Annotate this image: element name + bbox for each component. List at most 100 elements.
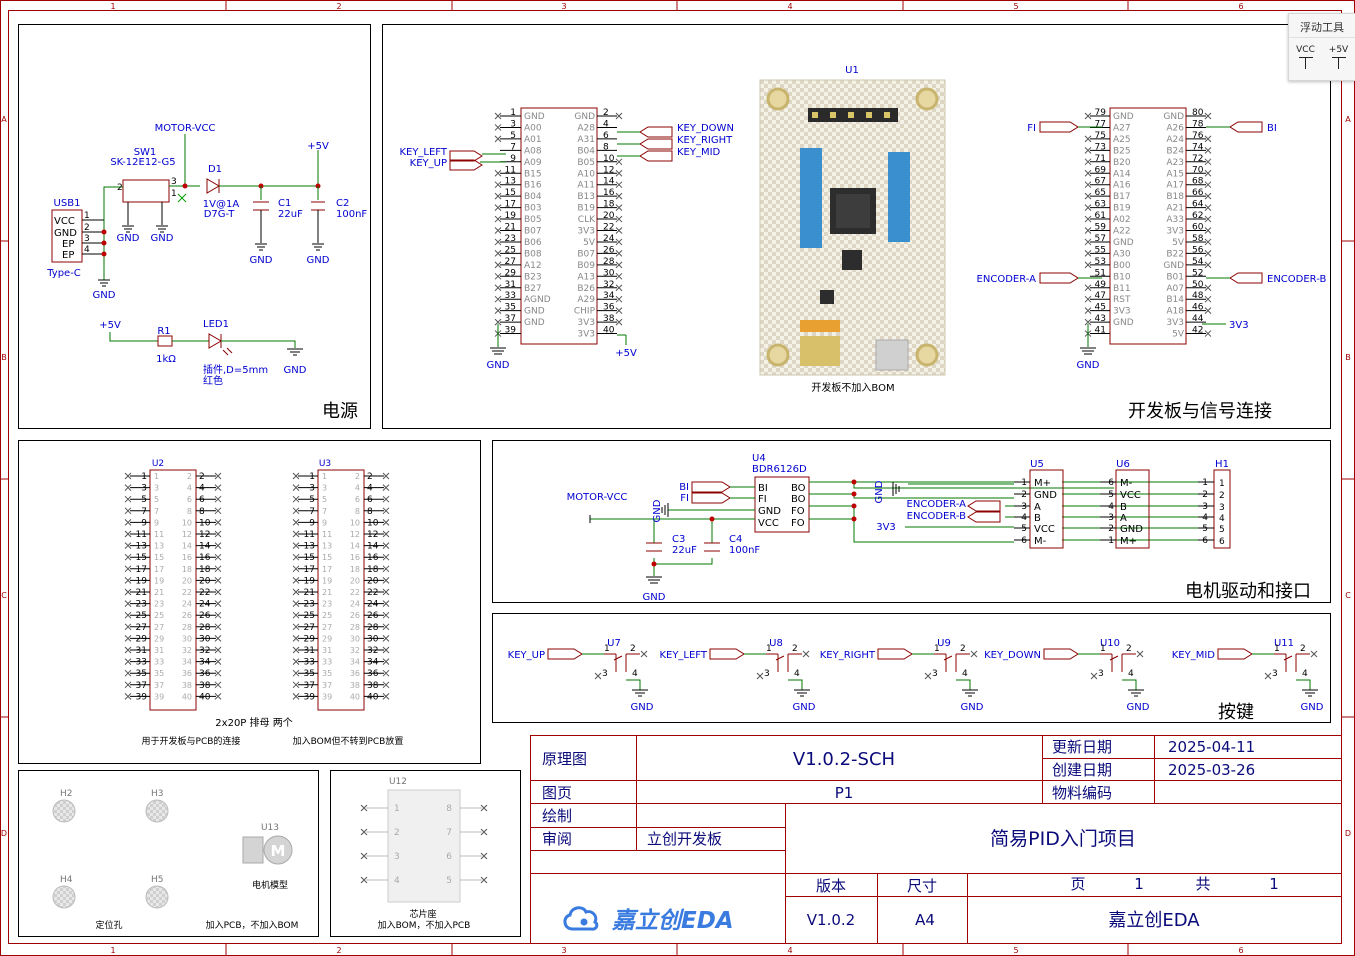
net-fi[interactable]: FI — [1027, 123, 1036, 134]
u6-connector[interactable] — [1115, 469, 1150, 549]
svg-text:VCC: VCC — [1120, 490, 1141, 501]
svg-text:VCC: VCC — [758, 518, 779, 529]
net-bi-motor[interactable]: BI — [679, 482, 689, 493]
svg-text:11: 11 — [304, 530, 315, 540]
svg-text:21: 21 — [154, 588, 164, 597]
dev-board-image[interactable] — [759, 79, 946, 376]
u3-header[interactable] — [317, 469, 365, 711]
u5-connector[interactable] — [1029, 469, 1064, 549]
svg-text:1: 1 — [394, 804, 400, 814]
key-switch[interactable] — [766, 653, 802, 672]
no-connect-icon — [1084, 181, 1092, 189]
svg-text:9: 9 — [154, 518, 159, 527]
usb1-gnd: GND — [93, 290, 116, 301]
hole-h2[interactable] — [52, 799, 76, 823]
svg-text:22: 22 — [603, 223, 614, 233]
svg-text:3: 3 — [154, 484, 159, 493]
net-plus5-top[interactable]: +5V — [307, 141, 329, 152]
chip-socket[interactable] — [387, 789, 461, 903]
key-switch[interactable] — [604, 653, 640, 672]
vcc-button-label: VCC — [1296, 45, 1315, 55]
net-encoder-a[interactable]: ENCODER-A — [977, 274, 1037, 285]
no-connect-icon — [494, 169, 502, 177]
net-plus5-dev[interactable]: +5V — [615, 348, 637, 359]
vcc-power-button[interactable]: VCC — [1293, 46, 1319, 72]
dev-left-header[interactable] — [520, 107, 598, 345]
net-encoder-b-motor[interactable]: ENCODER-B — [907, 511, 966, 522]
u2-header[interactable] — [149, 469, 197, 711]
svg-text:30: 30 — [367, 634, 379, 644]
dev-right-header[interactable] — [1109, 107, 1187, 345]
key-gnd: GND — [631, 702, 654, 713]
no-connect-icon — [924, 672, 932, 680]
net-3v3-motor[interactable]: 3V3 — [876, 522, 896, 533]
svg-text:B19: B19 — [577, 204, 595, 214]
net-label-key-right[interactable]: KEY_RIGHT — [820, 650, 876, 661]
usb1-connector[interactable] — [51, 209, 83, 263]
svg-text:5: 5 — [309, 495, 315, 505]
key-switch[interactable] — [1274, 653, 1310, 672]
svg-text:A25: A25 — [1113, 135, 1131, 145]
net-label-key-left[interactable]: KEY_LEFT — [659, 650, 707, 661]
svg-text:38: 38 — [199, 681, 211, 691]
svg-text:31: 31 — [322, 646, 332, 655]
net-encoder-b[interactable]: ENCODER-B — [1267, 274, 1326, 285]
svg-text:M-: M- — [1034, 536, 1047, 547]
net-key-mid[interactable]: KEY_MID — [677, 147, 721, 158]
key-switch[interactable] — [1100, 653, 1136, 672]
no-connect-icon — [1204, 181, 1212, 189]
no-connect-icon — [292, 658, 300, 665]
d1-diode[interactable] — [206, 178, 220, 194]
net-key-left[interactable]: KEY_LEFT — [399, 147, 447, 158]
svg-text:B10: B10 — [1113, 272, 1131, 282]
u4-driver[interactable] — [754, 476, 810, 533]
hole-h5[interactable] — [145, 885, 169, 909]
net-encoder-a-motor[interactable]: ENCODER-A — [907, 499, 967, 510]
svg-text:6: 6 — [603, 131, 609, 141]
no-connect-icon — [360, 852, 368, 860]
svg-text:2: 2 — [630, 644, 636, 654]
net-bi[interactable]: BI — [1267, 123, 1277, 134]
svg-text:M: M — [271, 842, 286, 860]
net-key-right[interactable]: KEY_RIGHT — [677, 135, 733, 146]
svg-text:26: 26 — [350, 611, 360, 620]
net-label-key-down[interactable]: KEY_DOWN — [984, 650, 1041, 661]
no-connect-icon — [1204, 146, 1212, 154]
net-label-key-up[interactable]: KEY_UP — [508, 650, 545, 661]
hole-h3[interactable] — [145, 799, 169, 823]
net-fi-motor[interactable]: FI — [680, 493, 689, 504]
svg-text:3: 3 — [141, 484, 147, 494]
svg-text:4: 4 — [1108, 502, 1114, 512]
motor-model-icon[interactable]: M — [242, 835, 293, 865]
no-connect-icon — [1084, 135, 1092, 143]
tb-review-value: 立创开发板 — [647, 830, 722, 848]
key-switch-ref: U8 — [769, 638, 783, 649]
plus5v-power-button[interactable]: +5V — [1326, 46, 1352, 72]
net-motor-vcc[interactable]: MOTOR-VCC — [155, 123, 216, 134]
hole-h4[interactable] — [52, 885, 76, 909]
net-key-up[interactable]: KEY_UP — [410, 158, 447, 169]
svg-text:B06: B06 — [524, 238, 542, 248]
sw1-switch[interactable] — [122, 179, 170, 203]
net-key-down[interactable]: KEY_DOWN — [677, 123, 734, 134]
svg-text:35: 35 — [154, 669, 164, 678]
tb-company: 嘉立创EDA — [1108, 910, 1200, 931]
svg-text:3: 3 — [322, 484, 327, 493]
net-label-key-mid[interactable]: KEY_MID — [1172, 650, 1216, 661]
no-connect-icon — [214, 553, 222, 561]
led1-diode[interactable] — [208, 333, 222, 349]
svg-text:3: 3 — [394, 852, 400, 862]
no-connect-icon — [292, 646, 300, 654]
svg-text:2: 2 — [603, 108, 609, 118]
headers-caption-3: 加入BOM但不转到PCB放置 — [293, 735, 404, 747]
svg-text:4: 4 — [394, 876, 400, 886]
h1-header[interactable] — [1213, 469, 1231, 549]
net-plus5-led[interactable]: +5V — [99, 320, 121, 331]
net-motor-vcc-2[interactable]: MOTOR-VCC — [567, 492, 628, 503]
key-switch[interactable] — [934, 653, 970, 672]
svg-text:5V: 5V — [583, 238, 596, 248]
net-3v3-dev[interactable]: 3V3 — [1229, 320, 1249, 331]
no-connect-icon — [382, 635, 390, 642]
